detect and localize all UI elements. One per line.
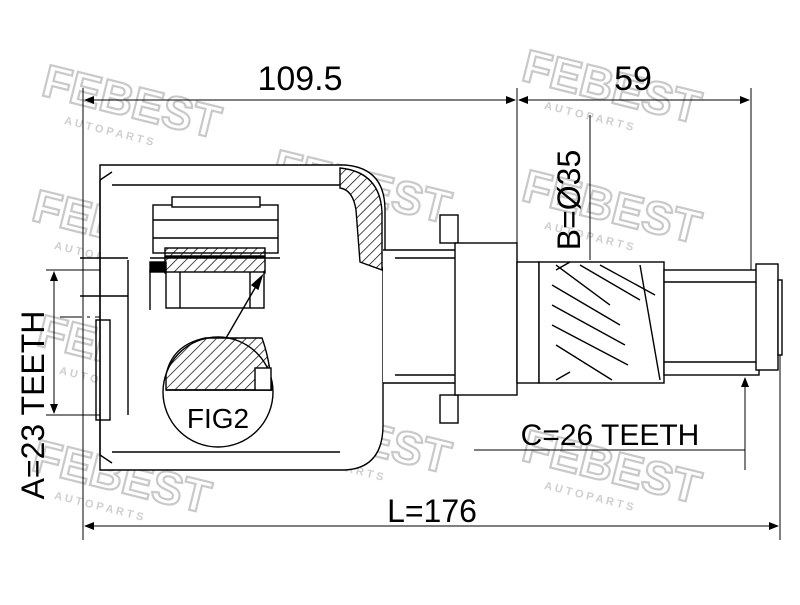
dim-total-length: L=176 (387, 493, 477, 529)
fig2-detail (162, 273, 274, 448)
dim-outer-teeth: A=23 TEETH (15, 311, 51, 500)
stub-shaft (439, 214, 783, 424)
fig2-label: FIG2 (187, 403, 249, 434)
dim-shaft-diameter: B=Ø35 (551, 150, 587, 251)
dim-shaft-length: 59 (614, 60, 652, 98)
tripod-roller (149, 196, 279, 309)
shaft-splines (551, 261, 756, 381)
dim-housing-length: 109.5 (257, 60, 342, 98)
dim-shaft-teeth: C=26 TEETH (521, 419, 700, 452)
